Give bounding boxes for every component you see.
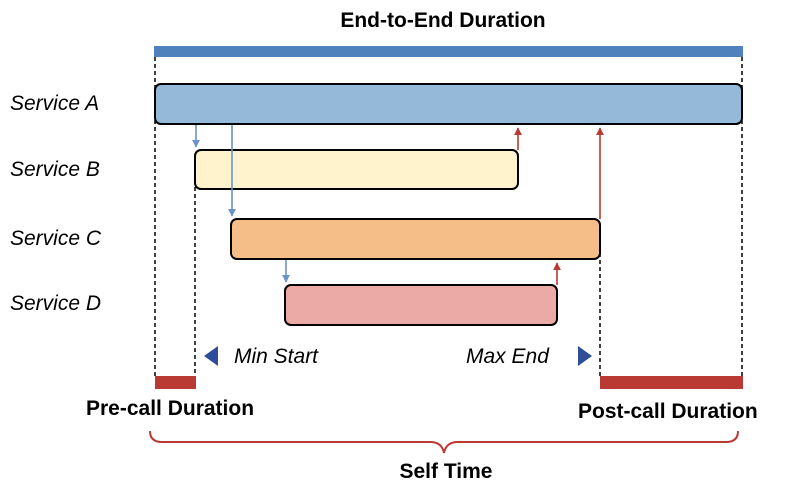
service-label-d: Service D xyxy=(10,292,101,315)
post-call-duration-label: Post-call Duration xyxy=(578,400,758,423)
call-arrows xyxy=(192,125,290,283)
min-start-triangle-icon xyxy=(204,346,218,366)
self-time-label: Self Time xyxy=(400,460,493,483)
max-end-triangle-icon xyxy=(578,346,592,366)
pre-call-duration-bar xyxy=(155,376,196,389)
diagram-title: End-to-End Duration xyxy=(340,9,545,32)
min-start-label: Min Start xyxy=(234,345,319,368)
max-end-label: Max End xyxy=(466,345,550,368)
service-label-a: Service A xyxy=(10,92,99,115)
pre-call-duration-label: Pre-call Duration xyxy=(86,397,254,420)
self-time-brace xyxy=(149,430,739,454)
end-to-end-bar xyxy=(154,46,743,57)
service-label-c: Service C xyxy=(10,227,102,250)
return-arrows xyxy=(514,127,604,285)
service-bar-d xyxy=(284,284,558,326)
service-label-b: Service B xyxy=(10,158,100,181)
service-bar-a xyxy=(154,83,743,125)
service-bar-b xyxy=(194,149,519,190)
post-call-duration-bar xyxy=(600,376,743,389)
service-bar-c xyxy=(230,218,601,260)
